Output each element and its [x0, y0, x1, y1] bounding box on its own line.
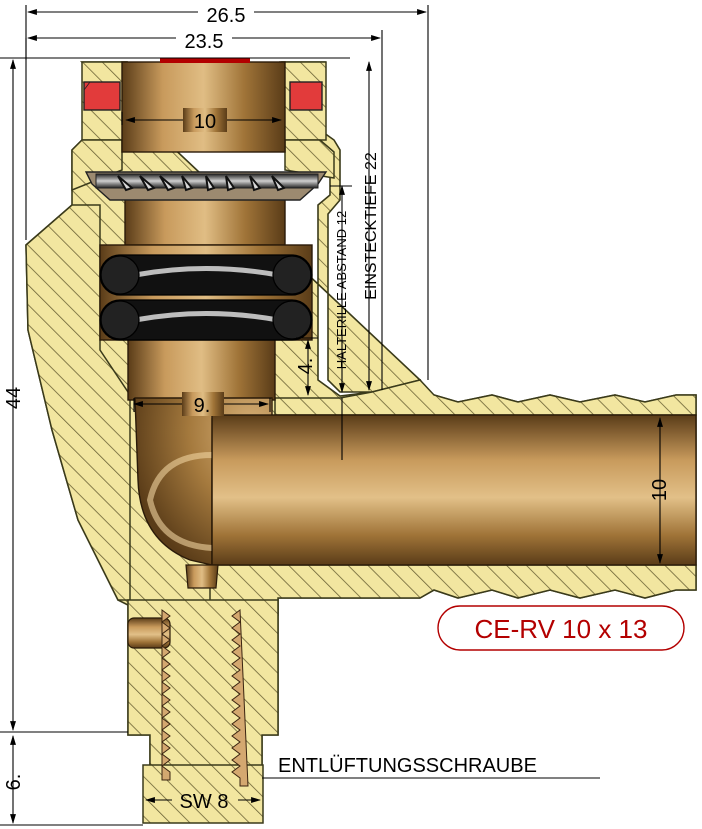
dim-holder-distance: HALTERILLE ABSTAND 12: [334, 211, 349, 369]
dim-inner-width: 23.5: [185, 31, 224, 53]
nut-right: [284, 139, 335, 179]
nut-left: [71, 139, 123, 192]
dim-pipe-bore: 10: [649, 479, 671, 501]
vent-screw-thread: [161, 609, 249, 787]
vent-screw-label: ENTLÜFTUNGSSCHRAUBE: [278, 755, 537, 777]
pipe-bore: [211, 414, 697, 566]
vent-side-port: [127, 617, 171, 649]
oring-upper: [99, 254, 313, 296]
seal-right: [289, 81, 323, 111]
top-bore: [121, 61, 286, 153]
lower-bore: [127, 339, 276, 401]
dim-bore-top: 10: [194, 111, 216, 133]
dim-depth-small: 4.: [295, 358, 317, 375]
dim-overall-height: 44: [3, 387, 25, 409]
product-label: CE-RV 10 x 13: [475, 614, 648, 644]
o-rings: [99, 254, 313, 341]
dimension-labels: 26.5 23.5 10 44 6. EINSTECKTIEFE 22 HALT…: [3, 0, 671, 813]
inner-bore: [99, 58, 697, 649]
dim-wrench-size: SW 8: [180, 791, 229, 813]
pipe-upper-wall: [274, 379, 697, 416]
retaining-ring: [84, 171, 328, 201]
dim-insertion-depth: EINSTECKTIEFE 22: [363, 152, 380, 300]
product-label-box: CE-RV 10 x 13: [437, 605, 685, 651]
dim-overall-width: 26.5: [207, 5, 246, 27]
vent-channel: [185, 564, 219, 589]
oring-lower: [99, 299, 313, 341]
dim-bottom-height: 6.: [3, 774, 25, 791]
seal-left: [83, 81, 121, 111]
dim-bore-lower: 9.: [194, 395, 211, 417]
